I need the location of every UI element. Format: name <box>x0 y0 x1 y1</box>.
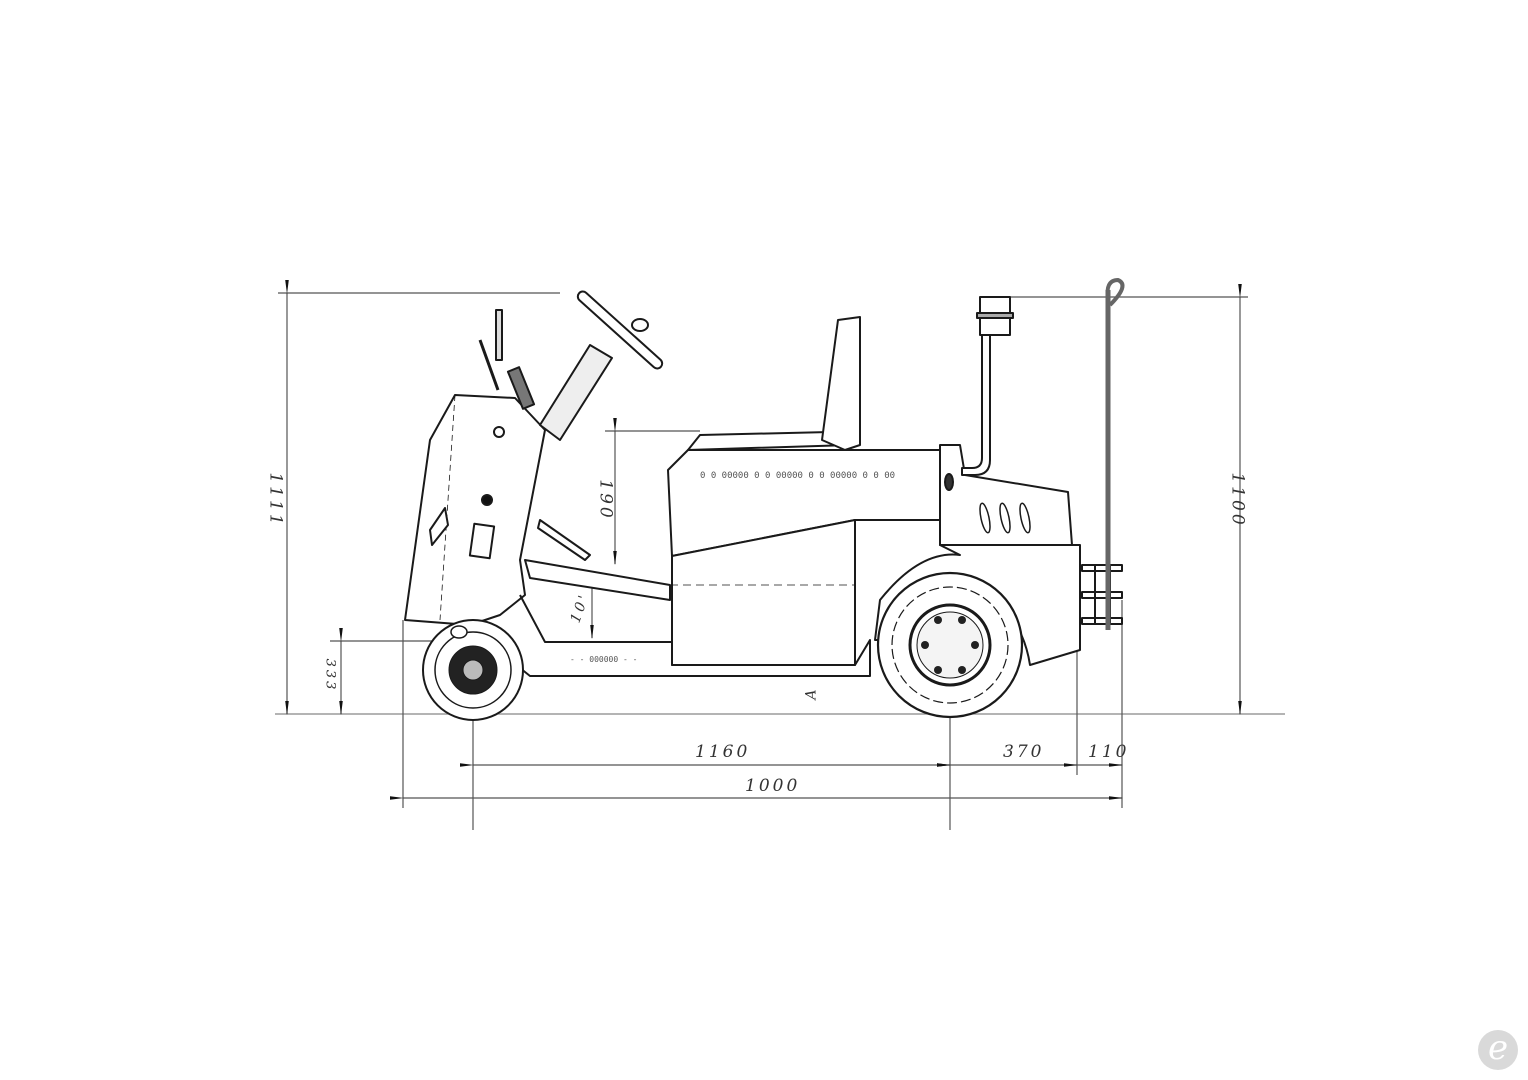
pedal <box>537 519 591 561</box>
seat-back <box>821 316 861 451</box>
chassis-floor <box>524 559 671 601</box>
beacon-pipe <box>961 335 991 476</box>
housing-window <box>468 522 496 560</box>
clearance-mark-label: A <box>803 686 820 700</box>
rear-wheel <box>876 571 1024 719</box>
hood-vents <box>979 502 1031 534</box>
rear-overhang-label: 370 <box>1003 742 1045 762</box>
wheel-knob <box>631 318 649 332</box>
housing-vent <box>429 507 449 546</box>
tow-hitch <box>1081 564 1123 625</box>
front-housing <box>404 394 546 626</box>
tow-pin-loop <box>1105 278 1125 307</box>
mirror <box>495 309 503 361</box>
watermark-logo: e <box>1478 1030 1518 1070</box>
seat-height-label: 190 <box>595 479 616 521</box>
housing-bolt-lower <box>481 494 493 506</box>
overall-height-right-label: 1100 <box>1227 472 1248 528</box>
overall-height-left-label: 1111 <box>265 472 286 528</box>
steering-column <box>539 344 613 441</box>
front-wheel <box>422 619 524 721</box>
hitch-offset-label: 110 <box>1088 742 1130 762</box>
body-stripe-marking: 0 0 00000 0 0 00000 0 0 00000 0 0 00 <box>700 471 895 481</box>
tow-pin-height-label: 333 <box>322 658 338 693</box>
gear-lever <box>506 366 536 410</box>
lower-body <box>671 519 856 666</box>
overall-length-label: 1000 <box>745 776 801 796</box>
wheelbase-label: 1160 <box>695 742 751 762</box>
dimension-lines <box>278 279 1248 830</box>
chassis-stripe-marking: - - 000000 - - <box>570 655 637 664</box>
mirror-arm <box>478 339 500 391</box>
steering-wheel <box>576 290 664 370</box>
housing-bolt-upper <box>493 426 505 438</box>
